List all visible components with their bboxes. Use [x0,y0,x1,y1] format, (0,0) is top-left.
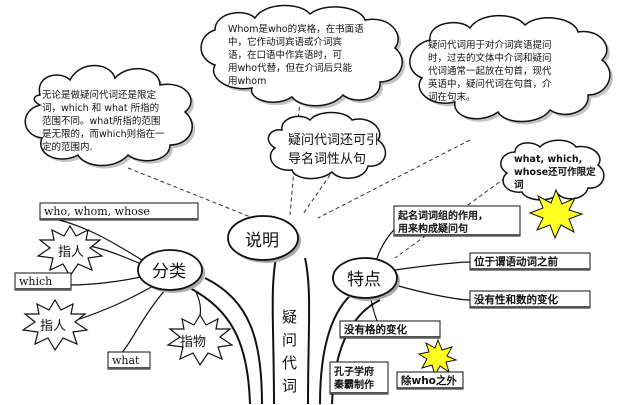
label-which: which [14,272,72,291]
label-what-text: what [112,354,140,367]
cloud-small: what, which, whose还可作限定 词 [500,139,605,201]
trunk-char: 代 [282,354,297,372]
star-s3-label: 指物 [180,335,206,350]
cloud-left-line: 范围不同。what所指的范围 [42,115,160,127]
cloud-left-line: 无论是做疑问代词还是限定 [42,89,157,101]
cloud-small-line: whose还可作限定 [514,166,596,178]
feature-title: 特点 [347,270,381,290]
label-feat4: 没有格的变化 [339,320,441,339]
center-node: 说明 [227,215,301,263]
label-feat3-text: 没有性和数的变化 [474,293,558,306]
svg-text:Whom是who的宾格，在书面语 中，它作动词宾: Whom是who的宾格，在书面语 中，它作动词宾语或介词宾 语，在口语中作宾语时… [228,23,367,87]
cloud-right-line: 英语中，疑问代词在句首，介 [428,78,552,90]
cloud-top-line: 用whom [228,76,266,87]
cloud-left: 无论是做疑问代词还是限定 词，which 和 what 所指的 范围不同。wha… [24,64,193,167]
label-feat4-text: 没有格的变化 [344,323,407,336]
classify-node: 分类 [137,249,205,293]
classify-title: 分类 [152,262,186,282]
cloud-top: Whom是who的宾格，在书面语 中，它作动词宾语或介词宾 语，在口语中作宾语时… [200,4,403,107]
label-what: what [107,351,151,370]
cloud-top-line: 语，在口语中作宾语时，可 [228,49,342,61]
svg-text:起名词词组的作用， 用来构成疑问句: 起名词词组的作用， 用来构成疑问句 [397,209,491,235]
cloud-left-line: 词，which 和 what 所指的 [42,102,159,114]
label-author-line: 秦霸制作 [333,378,374,391]
cloud-top-line: 中，它作动词宾语或介词宾 [228,36,342,48]
star-s2-label: 指人 [40,319,66,334]
svg-text:what, which, whose还可作限定: what, which, whose还可作限定 词 [514,154,599,191]
label-who-text: who, whom, whose [44,205,150,218]
cloud-left-line: 定的范围内. [42,141,93,153]
star-s3: 指物 [166,313,234,367]
label-feat1: 起名词词组的作用， 用来构成疑问句 [393,205,521,237]
cloud-mid: 疑问代词还可引 导名词性从句 [267,111,387,180]
label-feat2: 位于谓语动词之前 [469,252,591,271]
yellow-starburst [417,338,458,377]
center-title: 说明 [245,231,279,251]
cloud-small-line: what, which, [514,154,582,165]
feature-node: 特点 [332,257,400,301]
yellow-starburst [528,188,584,240]
cloud-right-line: 词在句末。 [428,91,476,103]
trunk-char: 词 [282,377,297,395]
label-feat3: 没有性和数的变化 [469,290,591,309]
label-feat2-text: 位于谓语动词之前 [474,255,558,268]
label-except-text: 除who之外 [401,374,457,387]
star-s2: 指人 [21,298,89,352]
cloud-small-line: 词 [514,179,524,191]
trunk-text: 疑 问 代 词 [282,308,297,395]
label-who: who, whom, whose [39,202,199,221]
cloud-left-line: 是无限的，而which则指在一 [42,128,165,140]
cloud-top-line: Whom是who的宾格，在书面语 [228,23,364,35]
label-author-line: 孔子学府 [334,365,374,378]
cloud-mid-line: 导名词性从句 [288,151,366,167]
label-feat1-line: 起名词词组的作用， [397,209,488,222]
cloud-right: 疑问代词用于对介词宾语提问 时，过去的文体中介词和疑问 代词通常一起放在句首，现… [409,14,611,123]
svg-text:疑问代词还可引 导名词性从句: 疑问代词还可引 导名词性从句 [288,132,383,167]
cloud-top-line: 用who代替，但在介词后只能 [228,62,353,74]
cloud-mid-line: 疑问代词还可引 [288,132,379,148]
label-author: 孔子学府 秦霸制作 [329,361,389,395]
label-except: 除who之外 [396,371,464,390]
svg-text:孔子学府 秦霸制作: 孔子学府 秦霸制作 [333,365,377,391]
label-feat1-line: 用来构成疑问句 [397,222,468,235]
star-s1-label: 指人 [58,245,84,260]
cloud-right-line: 代词通常一起放在句首，现代 [428,65,552,77]
star-s1: 指人 [36,224,104,278]
cloud-right-line: 疑问代词用于对介词宾语提问 [428,39,552,51]
trunk-char: 问 [282,331,297,349]
cloud-right-line: 时，过去的文体中介词和疑问 [428,52,552,64]
svg-text:无论是做疑问代词还是限定 词，which 和 w: 无论是做疑问代词还是限定 词，which 和 what 所指的 范围不同。wha… [42,89,168,153]
svg-text:疑问代词用于对介词宾语提问 时，过去的文体中介词: 疑问代词用于对介词宾语提问 时，过去的文体中介词和疑问 代词通常一起放在句首，现… [428,39,555,103]
label-which-text: which [19,275,52,288]
trunk-char: 疑 [282,308,297,326]
